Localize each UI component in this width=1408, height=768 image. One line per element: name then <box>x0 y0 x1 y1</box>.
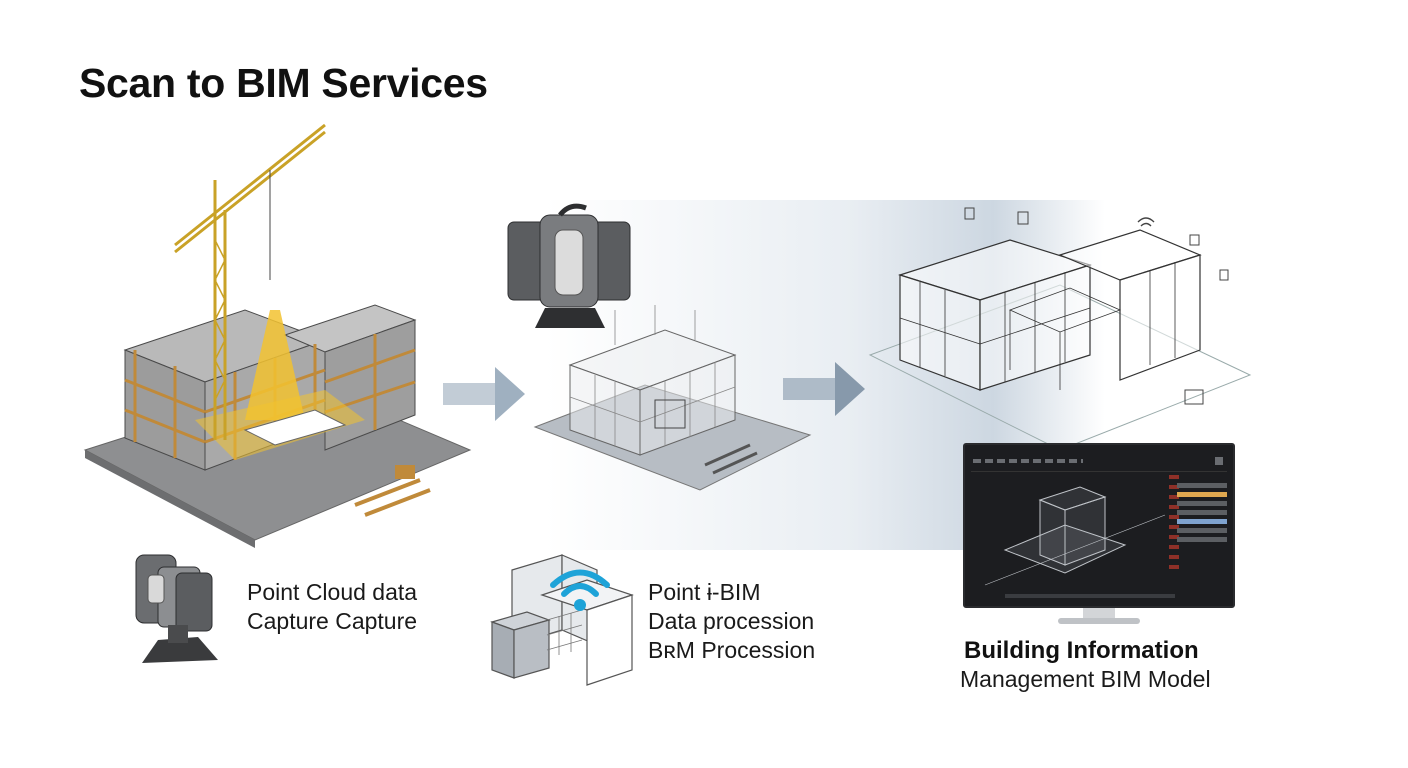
bim-wireframe-model <box>868 207 1252 451</box>
monitor-screen <box>963 443 1235 608</box>
monitor-base <box>1058 618 1140 624</box>
monitor-properties-panel <box>1177 475 1227 575</box>
arrow-right-icon <box>783 362 865 416</box>
step1-caption: Point Cloud data Capture Capture <box>247 578 417 636</box>
monitor-toolbar <box>971 451 1227 472</box>
monitor-side-toolbar <box>1169 475 1179 575</box>
laser-scanner-icon <box>135 554 218 663</box>
monitor-3d-viewport <box>984 486 1166 586</box>
step1-line1: Point Cloud data <box>247 579 418 605</box>
step2-line3: BʀM Procession <box>648 637 816 663</box>
laser-scanner-icon <box>507 203 631 328</box>
step3-subtitle: Management BIM Model <box>960 666 1211 692</box>
monitor-stand <box>1083 608 1115 618</box>
step1-line2: Capture Capture <box>247 608 418 634</box>
monitor-timeline <box>1005 594 1175 598</box>
point-cloud-wireframe <box>533 305 812 491</box>
step2-line1: Point ɨ-BIM <box>648 579 761 605</box>
step2-line2: Data procession <box>648 608 815 634</box>
processing-boxes-icon <box>490 554 634 686</box>
step2-caption: Point ɨ-BIM Data procession BʀM Processi… <box>648 578 815 665</box>
arrow-right-icon <box>443 367 525 421</box>
page-title: Scan to BIM Services <box>79 60 488 106</box>
step3-title: Building Information <box>964 637 1199 664</box>
bim-software-monitor <box>963 443 1235 628</box>
construction-site-illustration <box>83 123 472 548</box>
wifi-icon <box>550 569 610 611</box>
